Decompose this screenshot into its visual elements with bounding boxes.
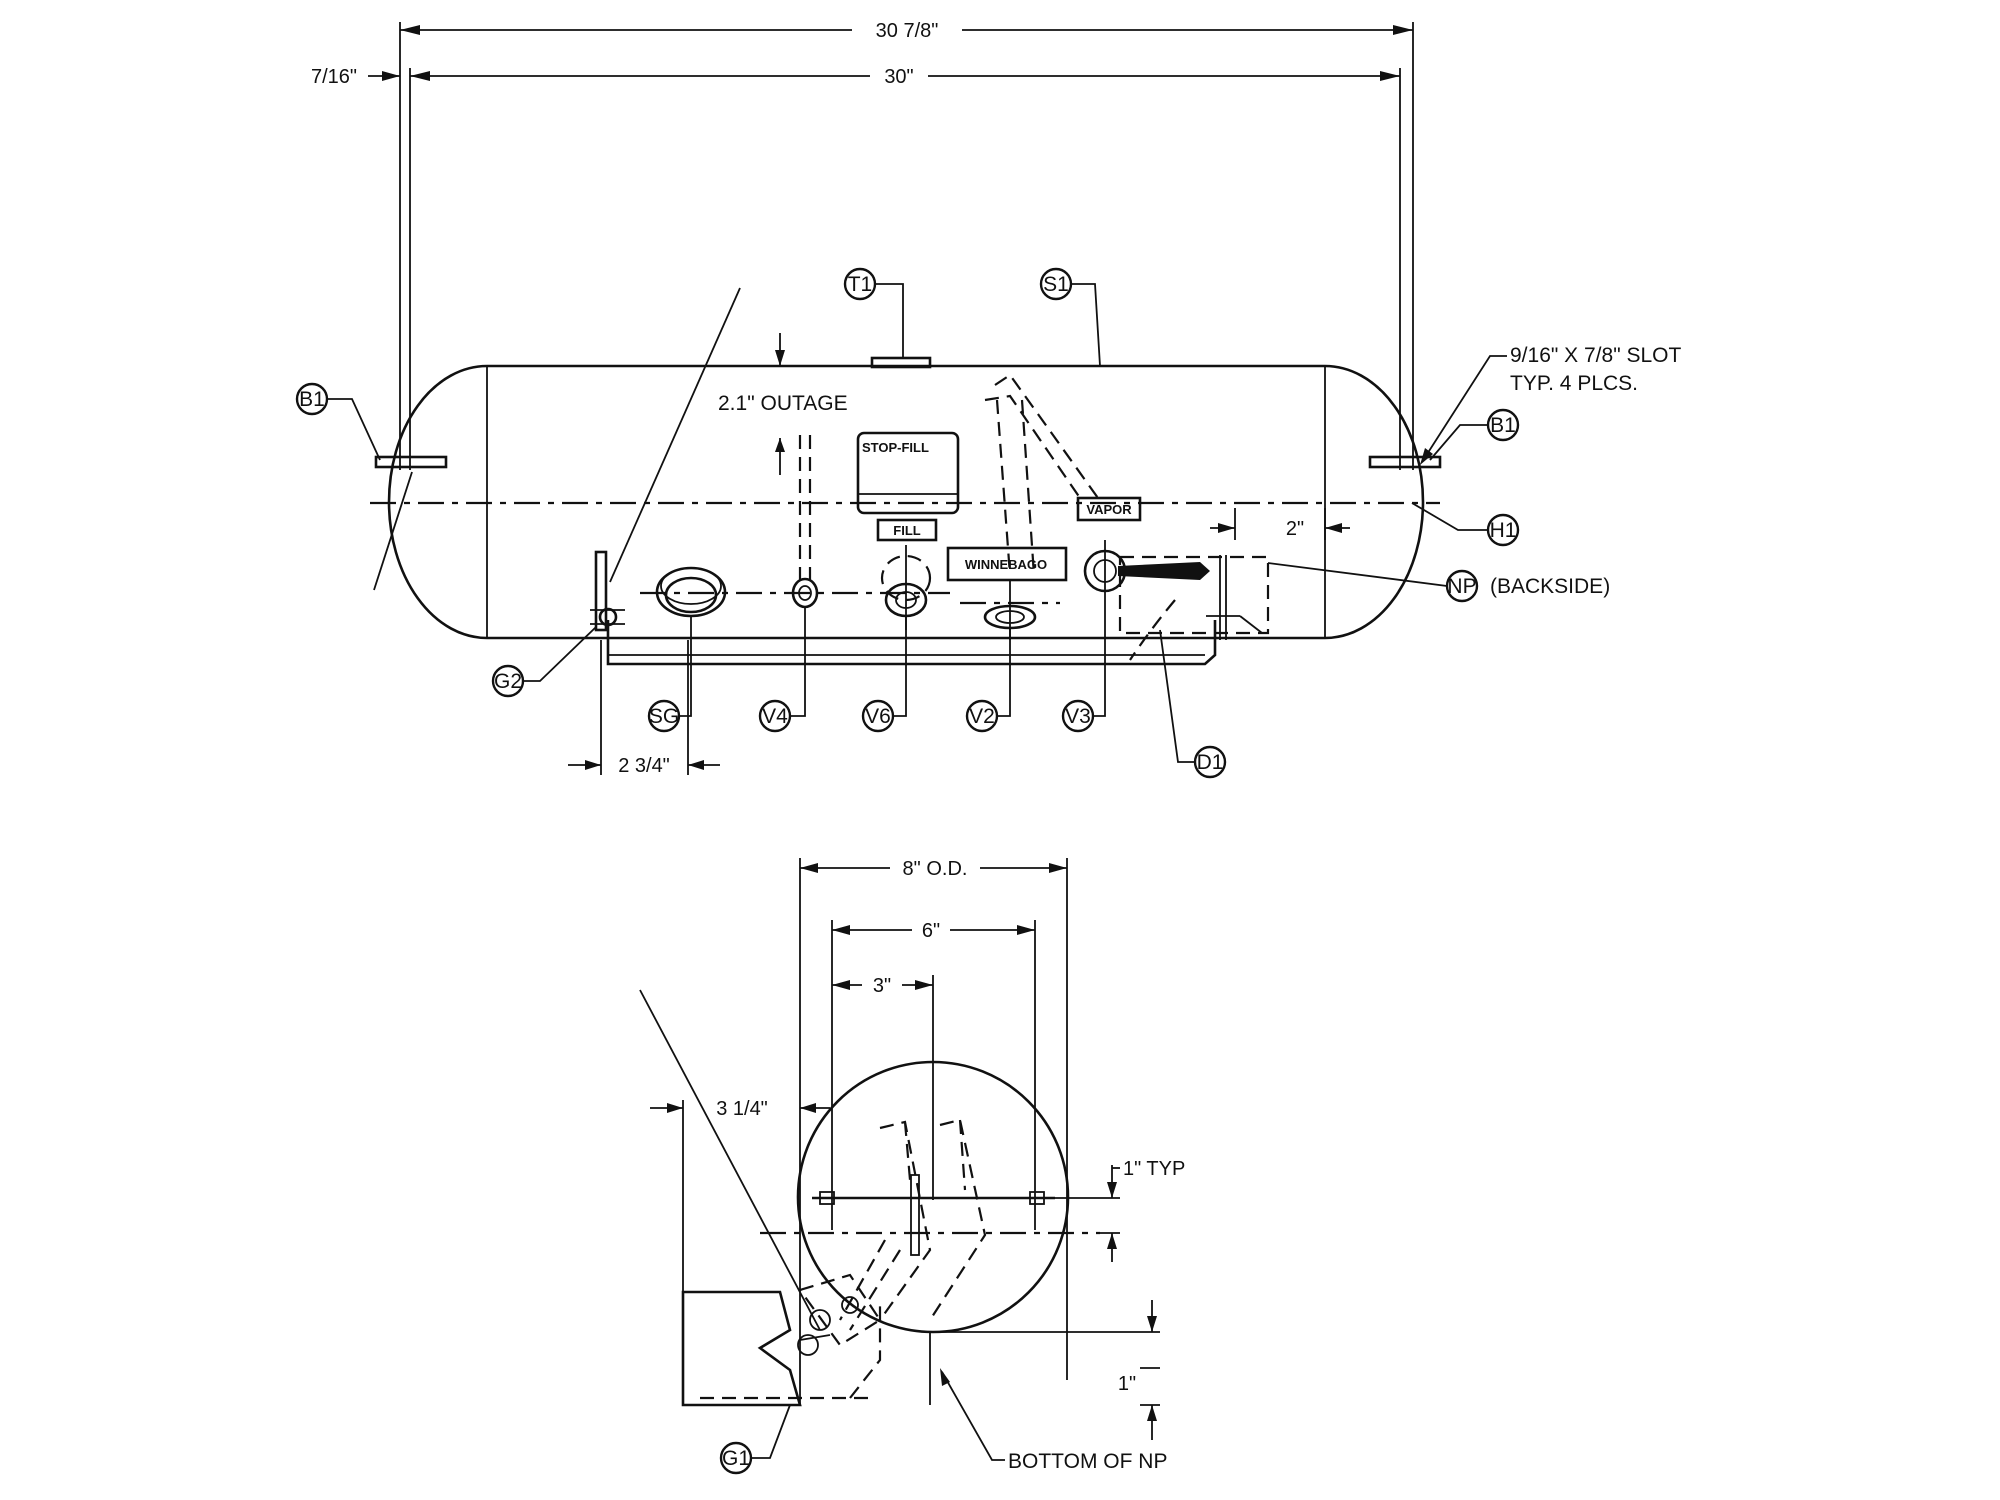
- section-line: [609, 287, 741, 583]
- winnebago-label: WINNEBAGO: [965, 557, 1047, 572]
- callout-v4: V4: [758, 607, 806, 733]
- six-label: 6": [922, 920, 940, 942]
- callout-v3-label: V3: [1065, 705, 1091, 728]
- gauge-spacing-label: 2 3/4": [618, 755, 670, 777]
- callout-v2-label: V2: [969, 705, 995, 728]
- bracket-stub-left: [819, 1191, 835, 1205]
- bracket-right: [1368, 455, 1442, 469]
- callout-sg-label: SG: [649, 705, 679, 728]
- slot-note-line2: TYP. 4 PLCS.: [1510, 372, 1638, 395]
- three-label: 3": [873, 975, 891, 997]
- callout-h1-label: H1: [1490, 519, 1517, 542]
- callout-g2: G2: [491, 626, 597, 698]
- end-valves: [797, 1273, 882, 1356]
- callout-h1: H1: [1411, 502, 1520, 547]
- bracket-g1: [681, 1290, 882, 1407]
- section-line-left: [373, 471, 413, 591]
- valve-v6: [880, 545, 932, 630]
- callout-d1: D1: [1159, 629, 1227, 779]
- bracket-left: [374, 455, 448, 469]
- winnebago-plate: WINNEBAGO: [946, 546, 1068, 582]
- end-view: 8" O.D. 6" 3" 3 1/4": [639, 858, 1185, 1475]
- callout-g1-label: G1: [722, 1447, 750, 1470]
- fill-label: FILL: [893, 523, 920, 538]
- top-fitting: [870, 356, 932, 369]
- fill-tag: FILL: [876, 518, 938, 542]
- overall-length-label: 30 7/8": [876, 20, 939, 42]
- od-label: 8" O.D.: [903, 858, 968, 880]
- bottom-strap: [606, 620, 1217, 666]
- callout-v2: V2: [965, 628, 1011, 733]
- slot-note-line1: 9/16" X 7/8" SLOT: [1510, 344, 1682, 367]
- dim-end-offset: 7/16": [311, 66, 400, 88]
- tank-length-label: 30": [884, 66, 913, 88]
- callout-v4-label: V4: [762, 705, 788, 728]
- dip-tube: [984, 373, 1099, 576]
- dim-tank-length: 30": [409, 66, 1401, 470]
- dim-bracket-offset: 2": [1210, 508, 1350, 540]
- dim-od: 8" O.D.: [799, 858, 1068, 1405]
- callout-d1-label: D1: [1197, 751, 1224, 774]
- callout-b1-right: B1: [1429, 408, 1520, 461]
- dim-overall-length: 30 7/8": [399, 20, 1414, 470]
- tank-shell: [370, 364, 1440, 640]
- callout-v3: V3: [1061, 699, 1106, 733]
- callout-sg: SG: [647, 617, 692, 733]
- callout-t1-label: T1: [848, 273, 873, 296]
- vapor-label: VAPOR: [1086, 502, 1132, 517]
- callout-np-label: NP: [1447, 575, 1476, 598]
- callout-v6: V6: [861, 616, 907, 733]
- end-internals: [839, 1118, 987, 1331]
- stop-fill-label: STOP-FILL: [862, 440, 929, 455]
- bracket-offset-label: 2": [1286, 518, 1304, 540]
- slot-note: 9/16" X 7/8" SLOT TYP. 4 PLCS.: [1420, 344, 1682, 465]
- callout-s1: S1: [1039, 267, 1101, 367]
- dim-bottom-gap: 1": [1118, 1300, 1160, 1440]
- dim-gauge-spacing: 2 3/4": [568, 640, 720, 777]
- bracket-stub-right: [1029, 1191, 1045, 1205]
- outage-marker: 2.1" OUTAGE: [718, 333, 848, 415]
- callout-g2-label: G2: [494, 670, 522, 693]
- dim-three: 3": [832, 975, 934, 1200]
- callout-t1: T1: [843, 267, 904, 358]
- callout-b1-left-label: B1: [299, 388, 325, 411]
- typ-label: 1" TYP: [1123, 1158, 1185, 1180]
- np-backside-note: (BACKSIDE): [1490, 575, 1610, 598]
- callout-np: NP (BACKSIDE): [1267, 562, 1610, 603]
- side-view: 30 7/8" 30" 7/16": [295, 20, 1682, 779]
- stop-fill-gauge: STOP-FILL: [856, 431, 960, 515]
- offset-label: 3 1/4": [716, 1098, 768, 1120]
- vertical-tube: [910, 1174, 920, 1256]
- bottom-np-note: BOTTOM OF NP: [940, 1368, 1167, 1473]
- dim-six: 6": [831, 920, 1036, 1230]
- callout-g1: G1: [719, 1404, 791, 1475]
- bottom-gap-label: 1": [1118, 1373, 1136, 1395]
- dim-typ: 1" TYP: [1055, 1158, 1185, 1262]
- callout-b1-right-label: B1: [1490, 414, 1516, 437]
- end-section-line: [639, 989, 821, 1331]
- callout-s1-label: S1: [1043, 273, 1069, 296]
- bottom-np-label: BOTTOM OF NP: [1008, 1450, 1167, 1473]
- outage-label: 2.1" OUTAGE: [718, 392, 848, 415]
- callout-b1-left: B1: [295, 382, 381, 461]
- valve-v4: [775, 435, 819, 609]
- dim-offset: 3 1/4": [650, 1098, 830, 1405]
- valve-v3: [1083, 540, 1210, 700]
- end-offset-label: 7/16": [311, 66, 357, 88]
- callout-v6-label: V6: [865, 705, 891, 728]
- vapor-tag: VAPOR: [1076, 496, 1142, 522]
- bracket-g2: [590, 550, 625, 632]
